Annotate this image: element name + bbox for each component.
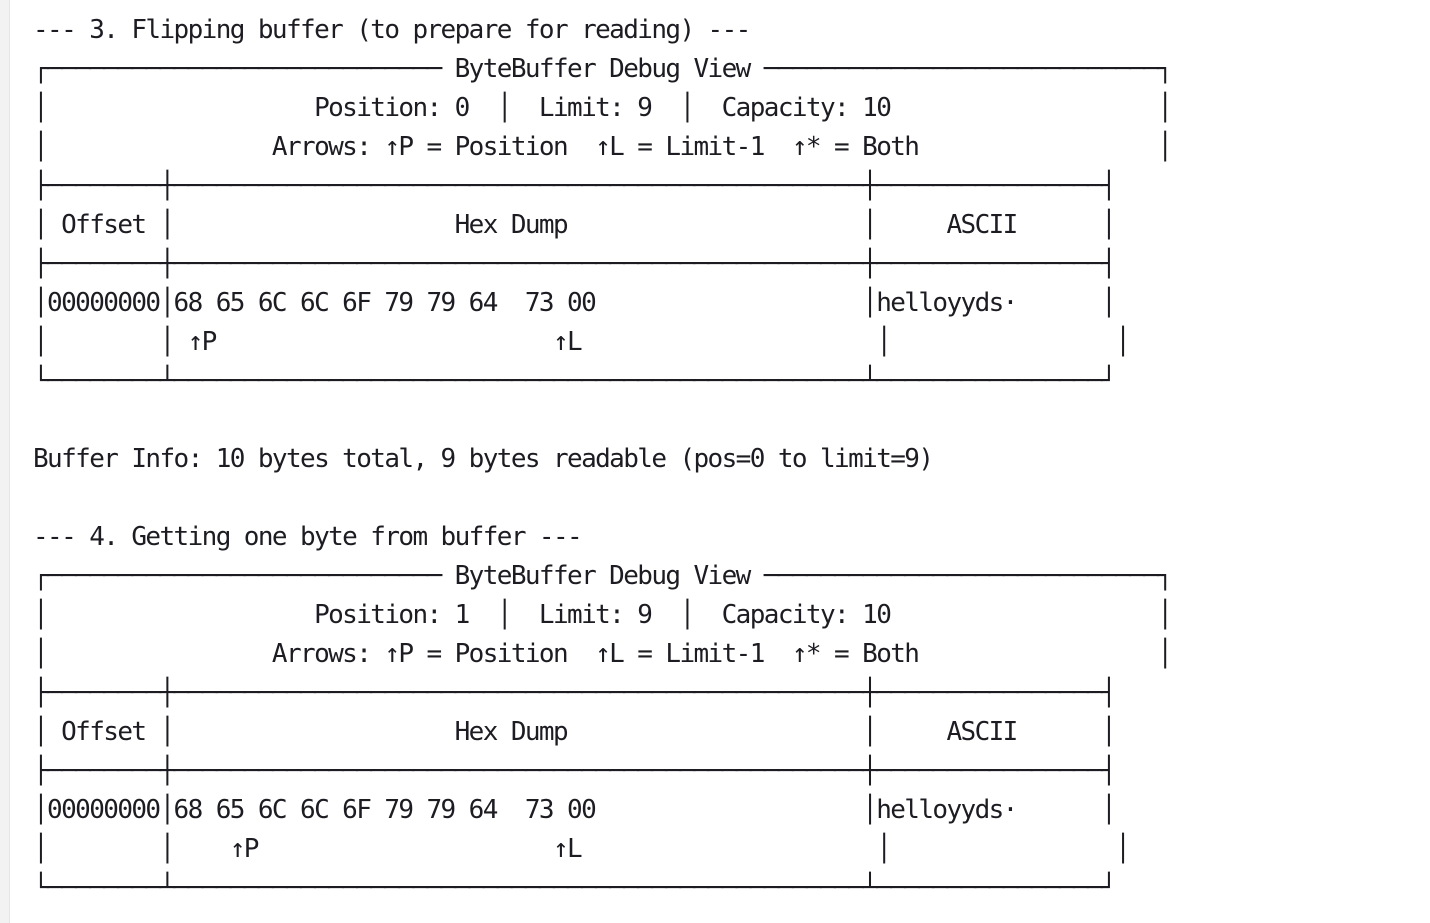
left-gutter <box>0 0 10 923</box>
console-output: --- 3. Flipping buffer (to prepare for r… <box>33 15 1173 903</box>
